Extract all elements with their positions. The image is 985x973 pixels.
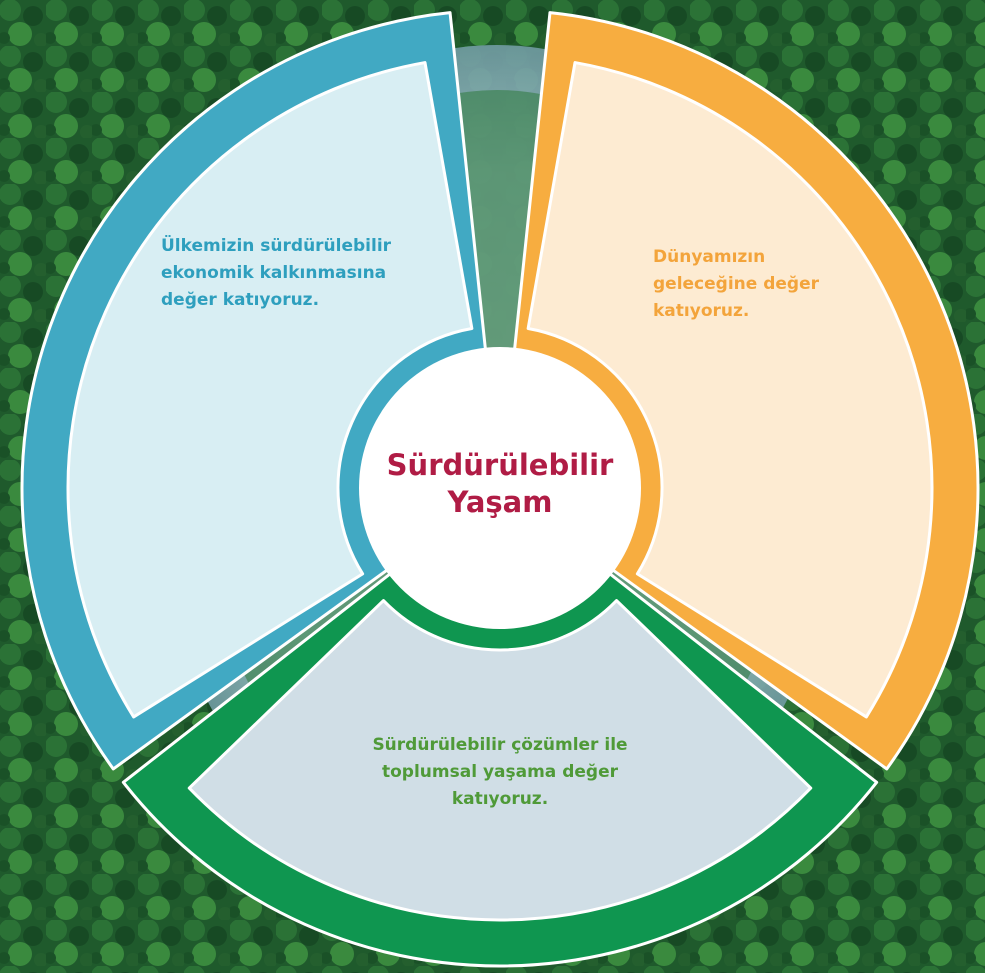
segment-right-text: Dünyamızın geleceğine değer katıyoruz.	[653, 247, 819, 321]
segment-left	[20, 11, 489, 771]
center-circle	[359, 347, 641, 629]
segment-right-panel	[526, 61, 934, 719]
segment-left-panel	[66, 61, 474, 719]
segment-bottom-text: Sürdürülebilir çözümler ile toplumsal ya…	[372, 735, 628, 809]
segment-bottom-panel	[187, 599, 813, 922]
segment-bottom	[121, 561, 879, 968]
segment-left-text: Ülkemizin sürdürülebilir ekonomik kalkın…	[161, 236, 392, 310]
center-title: Sürdürülebilir Yaşam	[386, 448, 614, 520]
